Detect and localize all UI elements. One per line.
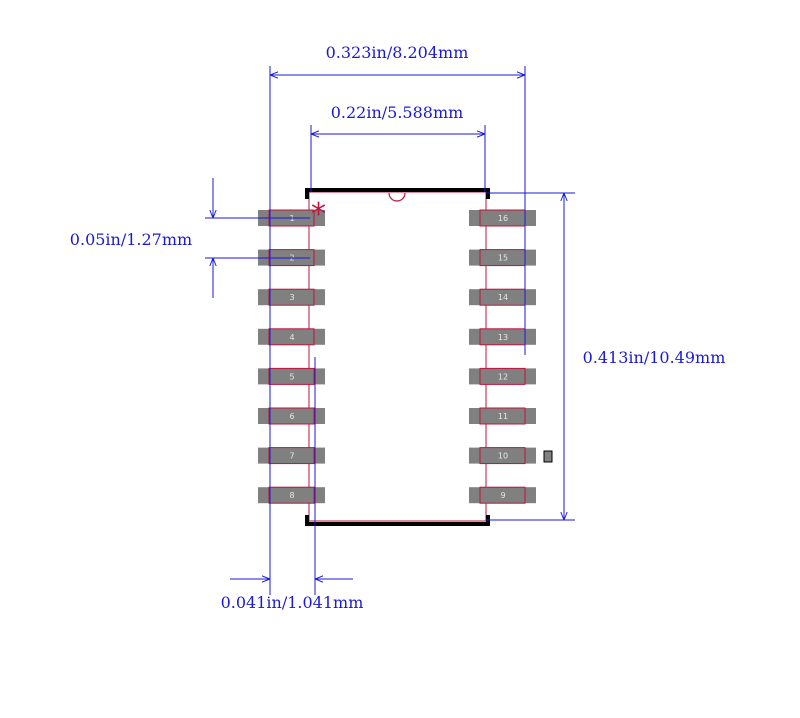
pad-outline-right-9 [479, 486, 526, 504]
pin-label-9: 9 [500, 491, 505, 500]
right-pads: 16 15 14 13 12 11 10 9 [469, 209, 536, 504]
pin-label-12: 12 [498, 372, 508, 381]
pin-label-15: 15 [498, 254, 508, 263]
pad-outline-left-3 [268, 288, 315, 306]
inner-width-label: 0.22in/5.588mm [331, 103, 464, 122]
pin-label-5: 5 [289, 372, 294, 381]
pad-right-14 [469, 289, 536, 306]
pin-label-13: 13 [498, 333, 508, 342]
pin-label-3: 3 [289, 293, 294, 302]
pad-right-13 [469, 328, 536, 345]
pad-outline-right-11 [479, 407, 526, 425]
pad-right-16 [469, 210, 536, 226]
pin1-marker: * [311, 197, 326, 232]
pin-label-8: 8 [289, 491, 294, 500]
dimension-lines [205, 66, 575, 595]
pad-right-9 [469, 487, 536, 504]
pad-outline-left-6 [268, 407, 315, 425]
pad-outline-left-8 [268, 486, 315, 504]
pin1-notch [388, 192, 406, 202]
pad-left-3 [258, 289, 325, 306]
pin-label-14: 14 [498, 293, 508, 302]
pin-label-7: 7 [289, 452, 294, 461]
pad-outline-left-7 [268, 447, 315, 465]
pin-label-6: 6 [289, 412, 294, 421]
pad-right-10 [469, 447, 536, 464]
pitch-label: 0.05in/1.27mm [70, 230, 192, 249]
pin-label-16: 16 [498, 214, 508, 223]
pad-left-4 [258, 328, 325, 345]
pad-right-12 [469, 368, 536, 385]
pad-right-15 [469, 249, 536, 266]
pin-label-10: 10 [498, 452, 508, 461]
pad-length-label: 0.041in/1.041mm [221, 593, 364, 612]
pad-left-6 [258, 408, 325, 424]
pad-left-5 [258, 368, 325, 385]
pad-outline-left-5 [268, 367, 315, 385]
height-label: 0.413in/10.49mm [583, 348, 726, 367]
package-body [305, 188, 490, 526]
pad-left-8 [258, 487, 325, 504]
pad-outline-right-12 [479, 367, 526, 385]
pad-left-7 [258, 447, 325, 464]
pin-label-11: 11 [498, 412, 508, 421]
overall-width-label: 0.323in/8.204mm [326, 43, 469, 62]
pin-label-4: 4 [289, 333, 294, 342]
pad-outline-right-10 [479, 447, 526, 465]
pad-outline-left-4 [268, 328, 315, 346]
fiducial-mark [543, 450, 553, 463]
pad-right-11 [469, 408, 536, 424]
top-outline [305, 188, 490, 199]
